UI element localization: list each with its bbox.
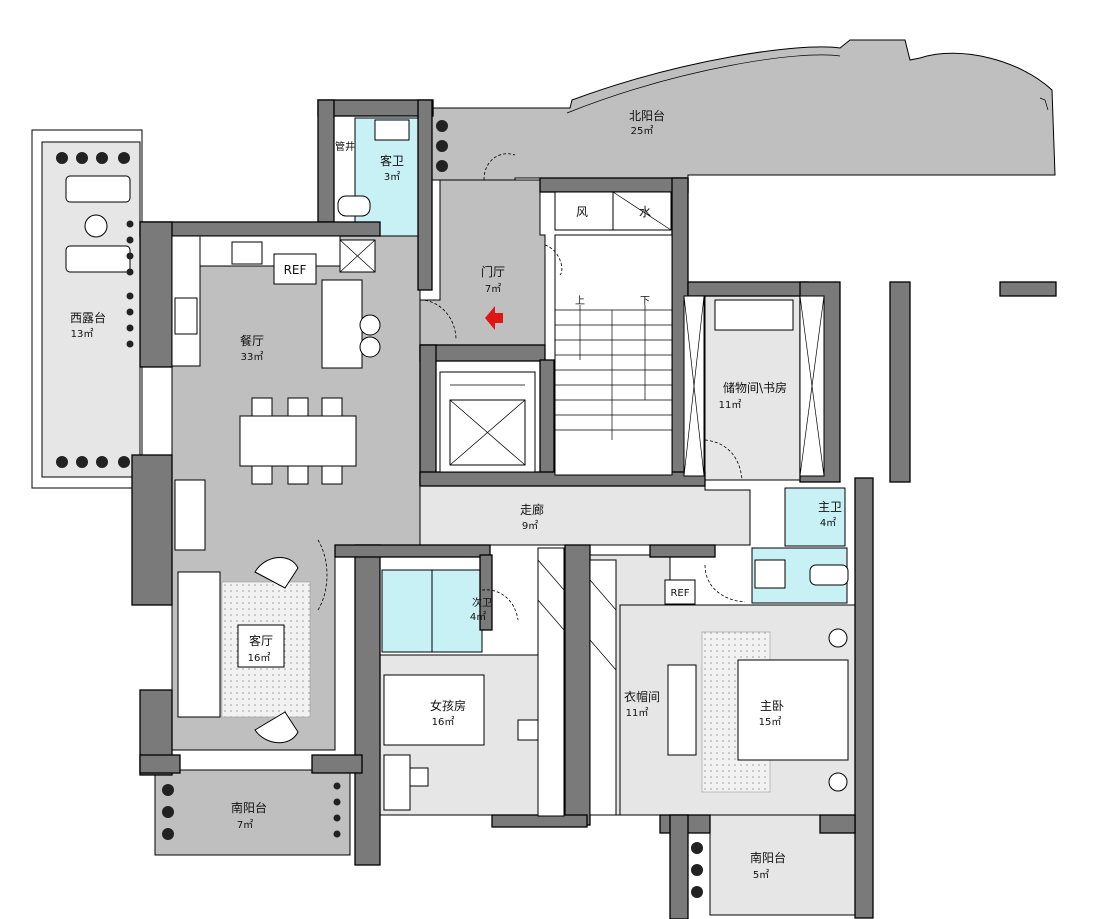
foyer-area-text: 7㎡ — [485, 283, 501, 295]
entrance-arrow-icon — [485, 306, 503, 330]
dining-name: 餐厅 — [240, 333, 264, 348]
guest-bath-sink — [374, 119, 410, 141]
fridge-1-label: REF — [284, 263, 307, 277]
foyer-name: 门厅 — [481, 264, 505, 279]
sofa — [177, 571, 221, 718]
dining-area-text: 33㎡ — [241, 351, 264, 363]
guest-bath-area-text: 3㎡ — [384, 171, 400, 183]
corridor-area — [419, 479, 751, 546]
second-bath-name: 次卫 — [472, 596, 492, 609]
master-nightstand-2 — [828, 772, 848, 792]
stairs-down-label: 下 — [640, 296, 650, 307]
girl-chair — [409, 767, 429, 787]
south-balcony-right-area-text: 5㎡ — [753, 869, 769, 881]
elevator — [439, 371, 536, 473]
walls — [131, 99, 1057, 919]
west-terrace-name: 西露台 — [70, 310, 106, 325]
corridor-name: 走廊 — [520, 502, 544, 517]
north-balcony-area — [429, 39, 1056, 181]
master-bath-tub — [809, 564, 849, 586]
north-balcony-name: 北阳台 — [629, 108, 665, 123]
tv-cabinet — [174, 479, 206, 551]
master-bed — [737, 659, 849, 761]
living-name: 客厅 — [249, 633, 273, 648]
closet-area-text: 11㎡ — [626, 707, 649, 719]
kitchen — [171, 235, 381, 369]
master-bath-sink — [754, 559, 786, 589]
armchair-1 — [254, 557, 299, 589]
west-terrace-area-text: 13㎡ — [71, 328, 94, 340]
second-bath-area-1 — [381, 569, 433, 653]
terrace-lounger-1 — [65, 175, 131, 203]
girl-desk — [383, 754, 411, 811]
second-bath-area-2 — [431, 569, 483, 653]
master-bath-name: 主卫 — [818, 500, 842, 514]
closet-wardrobe — [537, 547, 697, 817]
doors — [317, 153, 746, 621]
stairs-up-label: 上 — [575, 295, 585, 307]
south-balcony-right-name: 南阳台 — [750, 850, 786, 865]
north-balcony-railing — [566, 54, 1049, 114]
stairwell — [554, 234, 673, 476]
fridge-2 — [664, 579, 696, 605]
armchair-2 — [254, 711, 299, 744]
girl-bed — [383, 674, 485, 746]
plants — [56, 120, 703, 898]
water-label: 水 — [639, 205, 651, 219]
girl-room-area-text: 16㎡ — [432, 716, 455, 728]
south-balcony-left-name: 南阳台 — [231, 800, 267, 815]
fridge-1 — [273, 253, 317, 285]
master-bath-area-text: 4㎡ — [820, 517, 836, 529]
dining-table — [239, 397, 357, 485]
terrace-side-table — [84, 214, 108, 238]
living-label-box — [237, 624, 285, 668]
living-area-text: 16㎡ — [248, 652, 271, 664]
north-balcony-area-text: 25㎡ — [631, 125, 654, 137]
master-bed-area-text: 15㎡ — [759, 716, 782, 728]
master-bed-name: 主卧 — [760, 699, 784, 713]
storage-shelves — [683, 295, 825, 477]
girl-room-name: 女孩房 — [430, 698, 466, 713]
guest-bath-name: 客卫 — [380, 153, 404, 168]
closet-name: 衣帽间 — [624, 689, 660, 704]
terrace-lounger-2 — [65, 245, 131, 273]
master-bath-area — [784, 487, 846, 547]
south-balcony-left-area-text: 7㎡ — [237, 819, 253, 831]
second-bath-area-text: 4㎡ — [470, 611, 486, 623]
wind-shaft — [554, 191, 614, 231]
corridor-area-text: 9㎡ — [522, 520, 538, 532]
fridge-2-label: REF — [670, 588, 689, 599]
south-balcony-left-area — [154, 769, 351, 856]
shaft-name: 管井 — [335, 140, 355, 153]
wind-label: 风 — [576, 205, 588, 219]
master-nightstand-1 — [828, 628, 848, 648]
girl-side-table — [517, 719, 539, 741]
storage-name: 储物间\书房 — [723, 380, 787, 395]
storage-area-text: 11㎡ — [719, 399, 742, 411]
guest-bath-toilet — [337, 195, 371, 217]
